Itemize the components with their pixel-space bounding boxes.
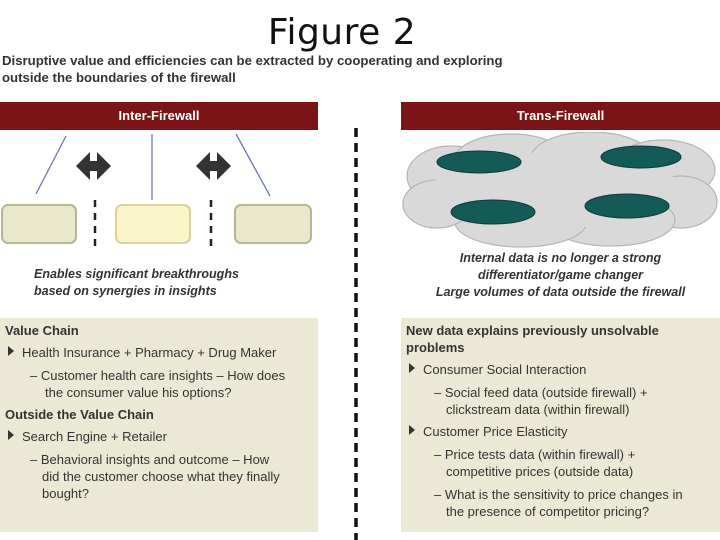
trans-caption-line: differentiator/game changer <box>477 268 644 282</box>
sub-item-line: – Customer health care insights – How do… <box>30 368 286 383</box>
figure-title: Figure 2 <box>267 12 417 53</box>
data-ellipses <box>436 145 682 225</box>
sub-item-line: – Price tests data (within firewall) + <box>434 447 636 462</box>
figure-subtitle: Disruptive value and efficiencies can be… <box>2 53 503 85</box>
sub-item-line: clickstream data (within firewall) <box>446 402 630 417</box>
trans-firewall-panel: New data explains previously unsolvable … <box>401 318 720 532</box>
entity-box-middle <box>115 204 191 244</box>
panel-heading: Value Chain <box>5 323 79 338</box>
bullet-text: Search Engine + Retailer <box>22 429 167 444</box>
trans-firewall-banner: Trans-Firewall <box>401 102 720 130</box>
data-ellipse-4 <box>584 193 670 219</box>
double-arrow-icon-right <box>196 152 231 180</box>
trans-caption-line: Large volumes of data outside the firewa… <box>435 285 686 299</box>
bullet-text: Health Insurance + Pharmacy + Drug Maker <box>22 345 277 360</box>
bullet-item: Search Engine + Retailer <box>8 428 167 445</box>
inter-caption-line: based on synergies in insights <box>34 284 217 298</box>
sub-item-line: – What is the sensitivity to price chang… <box>434 487 683 502</box>
bullet-triangle-icon <box>8 346 14 356</box>
bullet-triangle-icon <box>409 425 415 435</box>
data-ellipse-3 <box>450 199 536 225</box>
panel-heading: problems <box>406 340 465 355</box>
connector-line-left <box>35 135 67 195</box>
data-ellipse-1 <box>436 150 522 174</box>
sub-item-line: bought? <box>42 486 89 501</box>
sub-item-line: the consumer value his options? <box>45 385 232 400</box>
inter-firewall-panel: Value Chain Health Insurance + Pharmacy … <box>0 318 318 532</box>
bullet-text: Consumer Social Interaction <box>423 362 587 377</box>
bullet-text: Customer Price Elasticity <box>423 424 568 439</box>
bullet-item: Customer Price Elasticity <box>409 423 567 440</box>
sub-item-line: the presence of competitor pricing? <box>446 504 650 519</box>
connector-line-right <box>235 133 271 197</box>
trans-caption-line: Internal data is no longer a strong <box>459 251 662 265</box>
double-arrow-icon-left <box>76 152 111 180</box>
panel-heading: Outside the Value Chain <box>5 407 154 422</box>
entity-box-left <box>1 204 77 244</box>
inter-caption-line: Enables significant breakthroughs <box>34 267 239 281</box>
data-ellipse-2 <box>600 145 682 169</box>
inter-firewall-banner: Inter-Firewall <box>0 102 318 130</box>
inter-firewall-diagram <box>35 133 271 252</box>
bullet-triangle-icon <box>409 363 415 373</box>
sub-item-line: – Social feed data (outside firewall) + <box>434 385 648 400</box>
sub-item-line: did the customer choose what they finall… <box>42 469 280 484</box>
panel-heading: New data explains previously unsolvable <box>406 323 659 338</box>
inter-firewall-caption: Enables significant breakthroughs based … <box>34 266 314 300</box>
bullet-item: Health Insurance + Pharmacy + Drug Maker <box>8 344 276 361</box>
entity-box-right <box>234 204 312 244</box>
data-cloud-diagram <box>402 132 718 248</box>
bullet-item: Consumer Social Interaction <box>409 361 586 378</box>
sub-item-line: – Behavioral insights and outcome – How <box>30 452 270 467</box>
bullet-triangle-icon <box>8 430 14 440</box>
trans-firewall-caption: Internal data is no longer a strong diff… <box>401 250 720 301</box>
sub-item-line: competitive prices (outside data) <box>446 464 634 479</box>
firewall-divider <box>354 128 358 540</box>
